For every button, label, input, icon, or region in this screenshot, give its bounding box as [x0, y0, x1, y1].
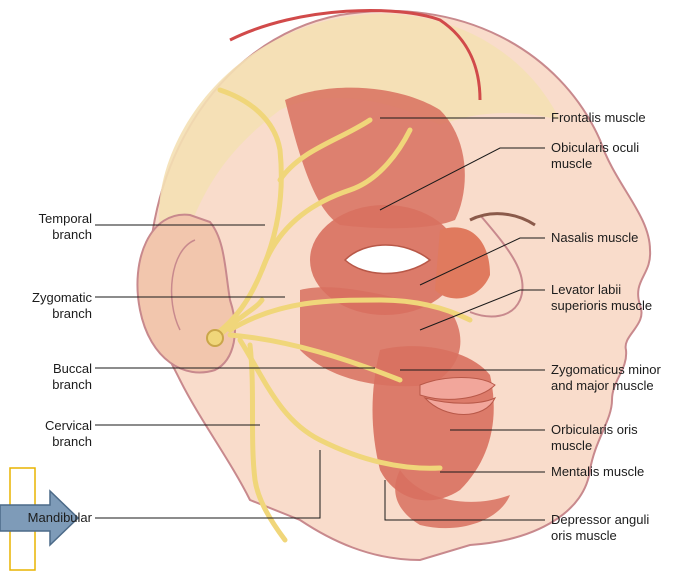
label-mandibular-branch: Mandibular [2, 510, 92, 526]
label-orbicularis-oculi-muscle: Obicularis oculi muscle [551, 140, 681, 172]
label-levator-labii-muscle: Levator labii superioris muscle [551, 282, 681, 314]
label-nasalis-muscle: Nasalis muscle [551, 230, 681, 246]
label-depressor-anguli-oris-muscle: Depressor anguli oris muscle [551, 512, 681, 544]
label-cervical-branch: Cervical branch [2, 418, 92, 450]
label-zygomaticus-muscle: Zygomaticus minor and major muscle [551, 362, 681, 394]
stylomastoid-foramen [207, 330, 223, 346]
label-frontalis-muscle: Frontalis muscle [551, 110, 681, 126]
label-temporal-branch: Temporal branch [2, 211, 92, 243]
label-orbicularis-oris-muscle: Orbicularis oris muscle [551, 422, 681, 454]
label-buccal-branch: Buccal branch [2, 361, 92, 393]
label-zygomatic-branch: Zygomatic branch [2, 290, 92, 322]
label-mentalis-muscle: Mentalis muscle [551, 464, 681, 480]
